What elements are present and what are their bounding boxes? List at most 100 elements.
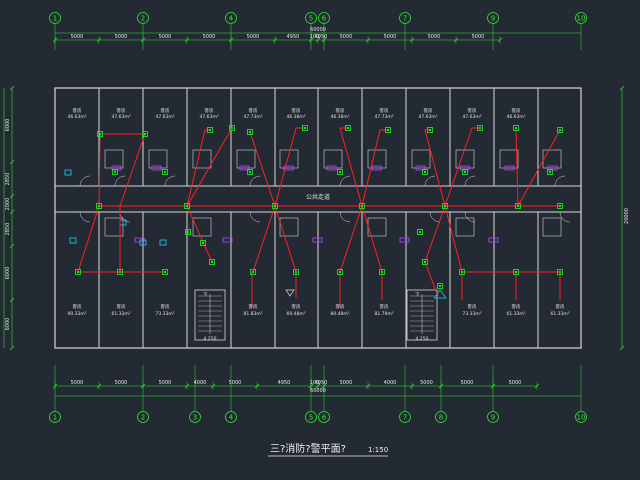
bottom-axis-bubble: 5 bbox=[309, 414, 313, 422]
stair-direction-label: 下 bbox=[203, 292, 208, 298]
smoke-detector-dot bbox=[339, 271, 341, 273]
top-axis-bubble-circle bbox=[305, 12, 317, 24]
fire-hydrant-box bbox=[459, 165, 470, 171]
top-dimension-label: 5000 bbox=[71, 34, 84, 40]
door-swing bbox=[249, 175, 261, 187]
smoke-detector-dot bbox=[187, 231, 189, 233]
bottom-dimension-label: 4950 bbox=[278, 380, 291, 386]
alarm-wire bbox=[186, 205, 213, 263]
door-swing bbox=[559, 211, 571, 223]
room-area-north: 46.63m² bbox=[506, 114, 525, 120]
fire-hydrant-box bbox=[134, 237, 145, 243]
smoke-detector-dot bbox=[98, 205, 100, 207]
room-area-south: 61.33m² bbox=[506, 311, 525, 317]
top-axis-bubble: 9 bbox=[491, 15, 495, 23]
bottom-axis-bubble-circle bbox=[225, 411, 237, 423]
smoke-detector-dot bbox=[231, 127, 233, 129]
smoke-detector-icon bbox=[207, 127, 213, 133]
manual-call-point-icon bbox=[433, 289, 447, 299]
room-name-south: 客房 bbox=[380, 303, 389, 310]
smoke-detector-icon bbox=[359, 203, 365, 209]
room-area-north: 46.63m² bbox=[67, 114, 86, 120]
smoke-detector-dot bbox=[99, 133, 101, 135]
smoke-detector-dot bbox=[274, 205, 276, 207]
stair-id-label: 4.250 bbox=[416, 336, 429, 342]
smoke-detector-dot bbox=[114, 171, 116, 173]
fire-hydrant-box bbox=[312, 237, 323, 243]
smoke-detector-icon bbox=[162, 269, 168, 275]
alarm-wire bbox=[249, 131, 276, 207]
top-axis-bubble-circle bbox=[137, 12, 149, 24]
top-dimension-label: 100 bbox=[310, 34, 320, 40]
top-dimension-label: 5000 bbox=[428, 34, 441, 40]
bottom-dimension-label: 5000 bbox=[461, 380, 474, 386]
smoke-detector-dot bbox=[164, 171, 166, 173]
smoke-detector-dot bbox=[202, 242, 204, 244]
bottom-dimension-label: 4000 bbox=[194, 380, 207, 386]
smoke-detector-icon bbox=[302, 125, 308, 131]
room-name-north: 客房 bbox=[512, 107, 521, 114]
smoke-detector-icon bbox=[117, 269, 123, 275]
left-dimension-label: 2000 bbox=[5, 198, 11, 211]
room-area-south: 73.33m² bbox=[462, 311, 481, 317]
plumbing-fixture bbox=[159, 239, 167, 246]
smoke-detector-icon bbox=[209, 259, 215, 265]
alarm-wire bbox=[339, 205, 363, 273]
smoke-detector-icon bbox=[513, 125, 519, 131]
room-name-north: 客房 bbox=[336, 107, 345, 114]
smoke-detector-dot bbox=[209, 129, 211, 131]
door-swing bbox=[114, 175, 126, 187]
room-name-south: 客房 bbox=[512, 303, 521, 310]
fire-hydrant-box bbox=[488, 237, 499, 243]
bottom-dimension-label: 5000 bbox=[229, 380, 242, 386]
room-area-north: 47.63m² bbox=[111, 114, 130, 120]
room-area-north: 46.38m² bbox=[286, 114, 305, 120]
bottom-dimension-label: 4950 bbox=[315, 380, 328, 386]
bottom-axis-bubble-circle bbox=[137, 411, 149, 423]
left-dimension-label: 2850 bbox=[5, 173, 11, 186]
fire-hydrant-box bbox=[239, 165, 250, 171]
alarm-wiring bbox=[77, 127, 561, 308]
bottom-dimension-label: 5000 bbox=[115, 380, 128, 386]
left-dimension-label: 6000 bbox=[5, 267, 11, 280]
room-area-south: 81.79m² bbox=[374, 311, 393, 317]
left-dimension-tick bbox=[9, 243, 15, 249]
top-axis-bubble-circle bbox=[399, 12, 411, 24]
top-axis-bubble: 6 bbox=[322, 15, 327, 23]
bottom-axis-bubble-circle bbox=[189, 411, 201, 423]
room-name-north: 客房 bbox=[161, 107, 170, 114]
smoke-detector-icon bbox=[379, 269, 385, 275]
left-dimension-tick bbox=[9, 209, 15, 215]
smoke-detector-dot bbox=[549, 171, 551, 173]
room-name-north: 客房 bbox=[292, 107, 301, 114]
right-dimension-tick bbox=[619, 345, 625, 351]
smoke-detector-dot bbox=[424, 261, 426, 263]
room-area-north: 47.63m² bbox=[199, 114, 218, 120]
room-area-north: 47.73m² bbox=[374, 114, 393, 120]
door-swing bbox=[464, 211, 476, 223]
room-area-north: 47.73m² bbox=[243, 114, 262, 120]
bathroom-north bbox=[148, 149, 168, 169]
bathroom-north bbox=[323, 149, 343, 169]
smoke-detector-icon bbox=[247, 169, 253, 175]
top-dimension-label: 5000 bbox=[472, 34, 485, 40]
room-name-north: 客房 bbox=[73, 107, 82, 114]
bathroom-south bbox=[455, 217, 475, 237]
alarm-wire bbox=[252, 205, 276, 273]
bottom-axis-bubble-circle bbox=[487, 411, 499, 423]
smoke-detector-dot bbox=[381, 271, 383, 273]
smoke-detector-icon bbox=[184, 203, 190, 209]
fire-hydrant-box bbox=[222, 237, 233, 243]
door-swing bbox=[554, 175, 566, 187]
bottom-axis-bubble-circle bbox=[575, 411, 587, 423]
room-name-north: 客房 bbox=[117, 107, 126, 114]
bottom-axis-bubble: 4 bbox=[229, 414, 234, 422]
smoke-detector-icon bbox=[557, 269, 563, 275]
door-swing bbox=[164, 175, 176, 187]
smoke-detector-icon bbox=[437, 283, 443, 289]
stair-id-label: 4.250 bbox=[204, 336, 217, 342]
room-name-north: 客房 bbox=[380, 107, 389, 114]
room-name-south: 客房 bbox=[336, 303, 345, 310]
alarm-wire bbox=[517, 129, 561, 207]
smoke-detector-dot bbox=[361, 205, 363, 207]
